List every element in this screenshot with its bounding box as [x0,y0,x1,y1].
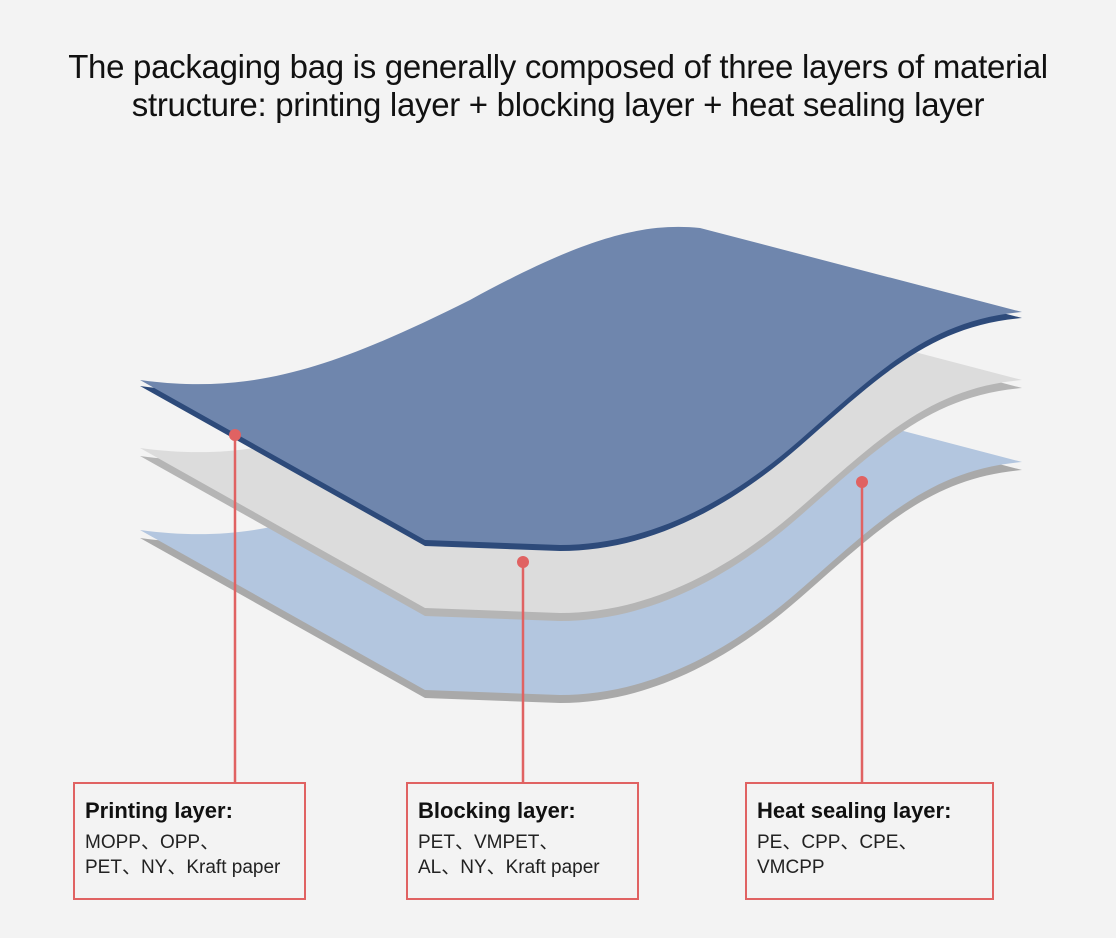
callout-heading: Heat sealing layer: [757,798,952,823]
callout-heading: Blocking layer: [418,798,576,823]
diagram-title: The packaging bag is generally composed … [0,48,1116,124]
title-line-1: The packaging bag is generally composed … [68,48,1048,85]
heat-callout-dot [856,476,868,488]
callout-line: AL、NY、Kraft paper [418,857,600,878]
callout-line: MOPP、OPP、 [85,832,220,853]
title-line-2: structure: printing layer + blocking lay… [131,86,985,123]
callout-line: PE、CPP、CPE、 [757,832,918,853]
heat-sealing-layer-callout: Heat sealing layer: PE、CPP、CPE、 VMCPP [745,782,994,900]
callout-line: PET、NY、Kraft paper [85,857,281,878]
callout-line: VMCPP [757,857,825,878]
callout-heading: Printing layer: [85,798,233,823]
callout-line: PET、VMPET、 [418,832,559,853]
printing-callout-dot [229,429,241,441]
blocking-layer-callout: Blocking layer: PET、VMPET、 AL、NY、Kraft p… [406,782,639,900]
blocking-callout-dot [517,556,529,568]
printing-layer-callout: Printing layer: MOPP、OPP、 PET、NY、Kraft p… [73,782,306,900]
